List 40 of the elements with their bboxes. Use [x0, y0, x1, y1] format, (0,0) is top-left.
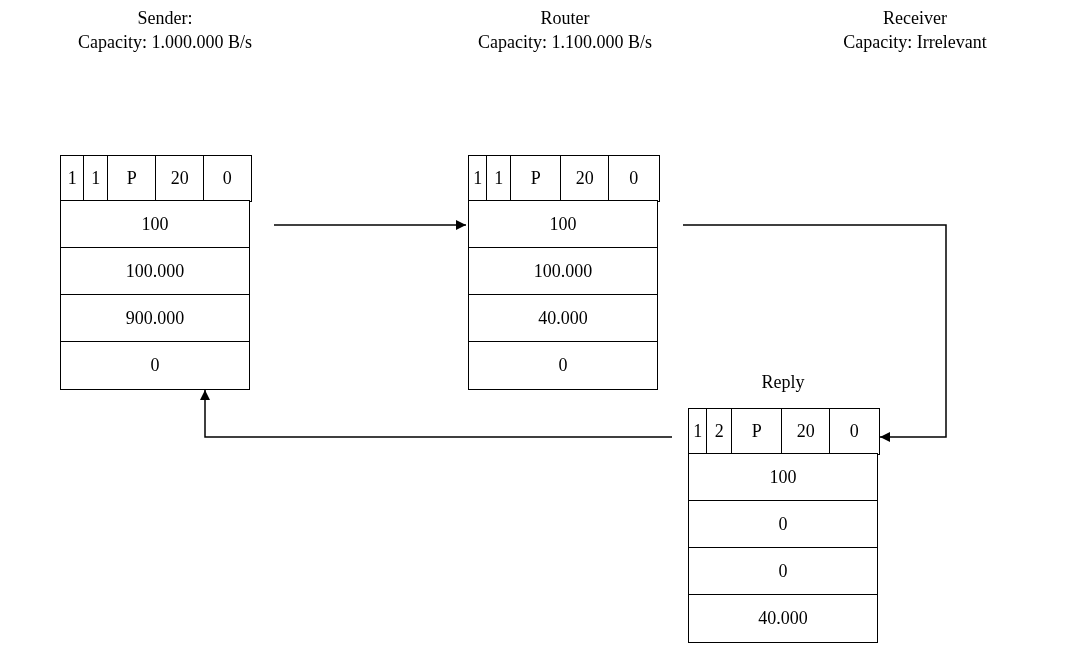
header-field: 2 [706, 408, 733, 455]
header-field: 0 [829, 408, 880, 455]
device-label: Receiver [882, 7, 948, 30]
header-field: 0 [203, 155, 252, 202]
value-row: 40.000 [688, 594, 878, 643]
packet-table [468, 155, 658, 388]
arrow [200, 389, 673, 438]
header-field: 20 [155, 155, 205, 202]
packet-table [60, 155, 250, 388]
device-label: Sender: [136, 7, 194, 30]
capacity-label: Capacity: Irrelevant [842, 31, 988, 54]
header-field: 1 [688, 408, 708, 455]
packet-table [688, 408, 878, 641]
header-field: P [107, 155, 157, 202]
capacity-label: Capacity: 1.100.000 B/s [477, 31, 653, 54]
value-row: 40.000 [468, 294, 658, 343]
header-field: 0 [608, 155, 660, 202]
value-row: 0 [60, 341, 250, 390]
header-field: 1 [486, 155, 512, 202]
header-field: P [731, 408, 783, 455]
header-field: 1 [60, 155, 85, 202]
value-row: 0 [468, 341, 658, 390]
device-label: Router [539, 7, 591, 30]
value-row: 100 [60, 200, 250, 249]
value-row: 100 [688, 453, 878, 502]
table-caption: Reply [760, 372, 806, 393]
arrow [273, 220, 467, 230]
capacity-label: Capacity: 1.000.000 B/s [77, 31, 253, 54]
header-field: 1 [468, 155, 488, 202]
value-row: 100.000 [60, 247, 250, 296]
header-field: 1 [83, 155, 109, 202]
value-row: 100 [468, 200, 658, 249]
value-row: 0 [688, 547, 878, 596]
header-field: 20 [560, 155, 610, 202]
value-row: 0 [688, 500, 878, 549]
value-row: 100.000 [468, 247, 658, 296]
header-field: P [510, 155, 562, 202]
arrow [682, 224, 947, 442]
header-field: 20 [781, 408, 831, 455]
value-row: 900.000 [60, 294, 250, 343]
